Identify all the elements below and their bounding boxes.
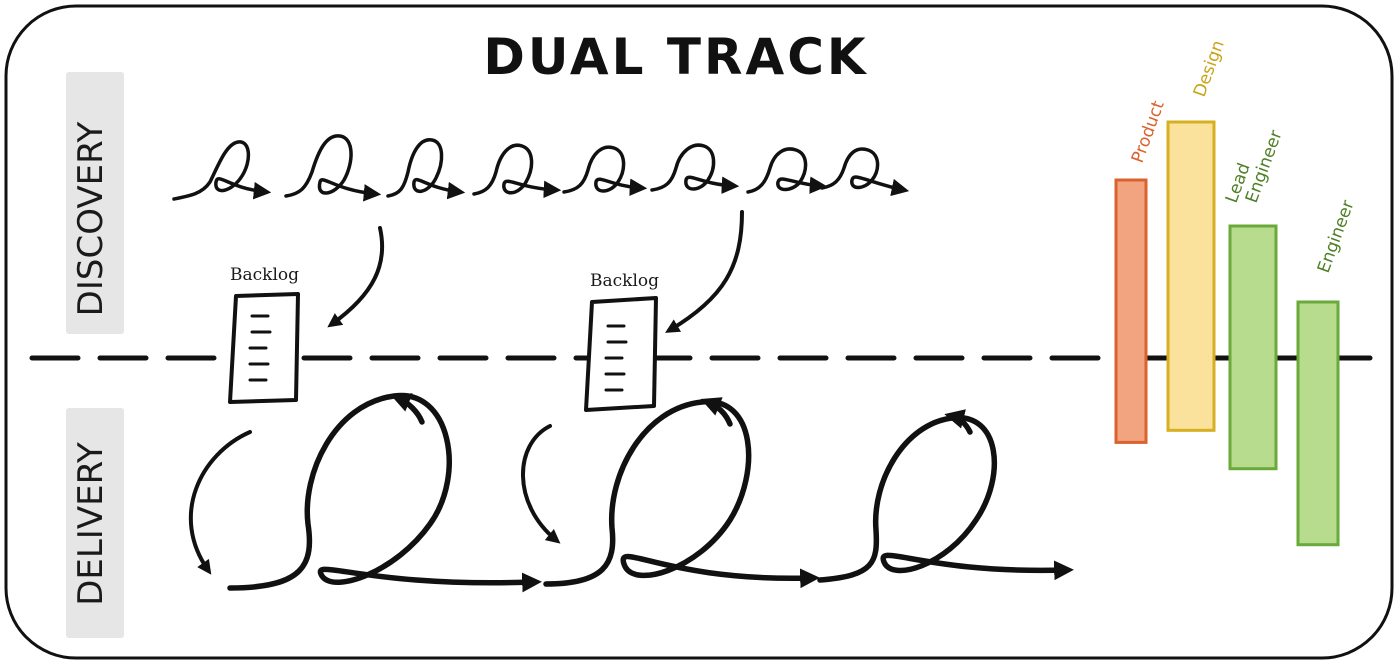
- role-bar-engineer: [1296, 300, 1340, 547]
- discovery-loop-5: [562, 145, 648, 196]
- delivery-label: DELIVERY: [71, 442, 111, 606]
- role-bar-product: [1114, 178, 1148, 444]
- discovery-label: DISCOVERY: [71, 121, 111, 316]
- discovery-loops: [172, 134, 910, 202]
- role-bar-design: [1166, 120, 1216, 432]
- discovery-loop-2: [284, 134, 382, 202]
- backlog-1: Backlog: [228, 265, 300, 404]
- dual-track-diagram: DUAL TRACK DISCOVERY DELIVERY Backlog Ba…: [4, 4, 1394, 660]
- discovery-loop-6: [650, 143, 740, 195]
- backlog-2-label: Backlog: [590, 271, 659, 291]
- backlog-to-delivery-arrow-2: [521, 424, 561, 544]
- delivery-loop-1-return: [390, 393, 425, 425]
- discovery-to-backlog-arrow-1: [327, 226, 385, 328]
- delivery-loop-2-return: [700, 397, 733, 427]
- discovery-loop-7: [746, 147, 828, 194]
- delivery-loops: [227, 392, 1074, 593]
- backlog-1-label: Backlog: [230, 265, 299, 285]
- discovery-loop-1: [172, 140, 272, 201]
- discovery-to-backlog-arrow-2: [665, 210, 744, 333]
- role-bar-lead-engineer: [1228, 224, 1278, 471]
- outer-border: [4, 4, 1394, 660]
- discovery-loop-3: [386, 138, 466, 200]
- discovery-label-band: [66, 72, 124, 334]
- delivery-loop-2: [543, 399, 820, 589]
- delivery-loop-3-return: [944, 409, 973, 435]
- delivery-loop-3: [817, 415, 1074, 583]
- delivery-loop-1: [227, 392, 542, 593]
- discovery-loop-4: [472, 143, 562, 199]
- diagram-title: DUAL TRACK: [483, 28, 868, 86]
- discovery-loop-8: [820, 147, 910, 197]
- backlog-2: Backlog: [584, 271, 659, 412]
- backlog-to-delivery-arrow-1: [188, 430, 252, 575]
- delivery-label-band: [66, 408, 124, 638]
